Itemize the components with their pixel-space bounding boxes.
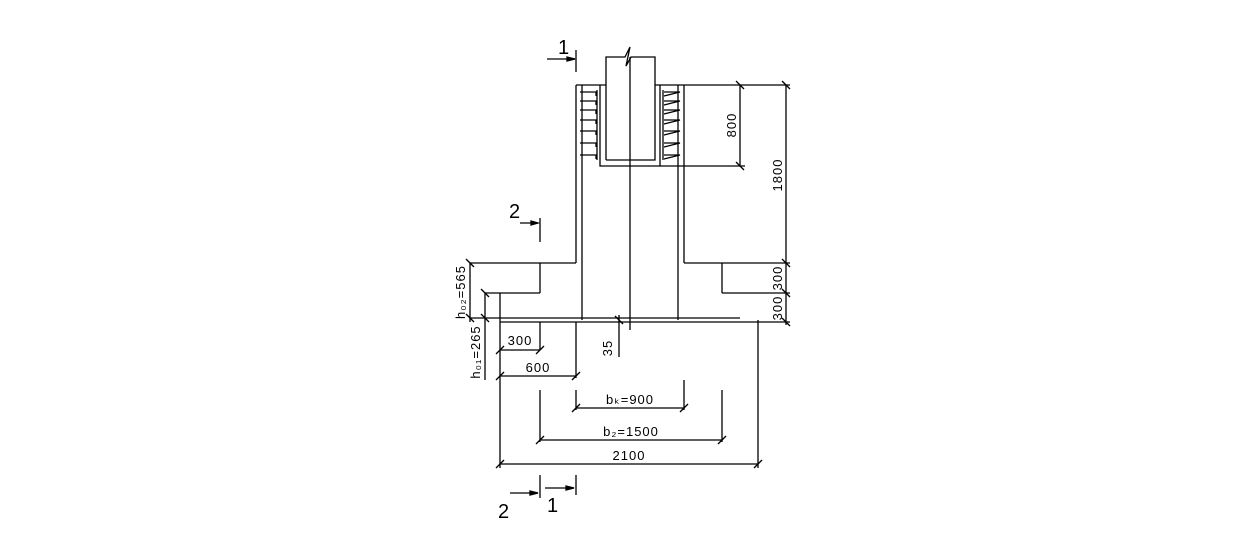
dim-2100: 2100 bbox=[613, 448, 646, 463]
dim-h02: h₀₂=565 bbox=[453, 265, 468, 319]
rebar-hook bbox=[580, 119, 597, 124]
foundation-outline bbox=[470, 46, 790, 468]
dimension-labels: 800 1800 300 300 h₀₂=565 h₀₁=265 300 600… bbox=[453, 113, 785, 463]
dim-300-lower: 300 bbox=[770, 296, 785, 321]
dim-1800: 1800 bbox=[770, 159, 785, 192]
section-1-bottom: 1 bbox=[547, 495, 558, 517]
section-markers: 1 2 2 1 bbox=[498, 37, 577, 523]
rebar-hook bbox=[663, 119, 681, 125]
dim-bz: b₂=1500 bbox=[603, 424, 659, 439]
dim-600-width: 600 bbox=[526, 360, 551, 375]
rebar-hook bbox=[580, 130, 597, 135]
section-1-top: 1 bbox=[558, 37, 569, 59]
rebar-hook bbox=[580, 142, 597, 147]
rebar-hook bbox=[663, 100, 681, 106]
section-2-bottom: 2 bbox=[498, 501, 509, 523]
rebar-hook bbox=[580, 100, 597, 105]
rebar-hook bbox=[580, 154, 597, 159]
rebar-hook bbox=[663, 109, 681, 115]
rebar-hook bbox=[663, 142, 681, 148]
rebar-hooks bbox=[580, 91, 681, 160]
section-2-left: 2 bbox=[509, 201, 520, 223]
rebar-hook bbox=[580, 109, 597, 114]
rebar-hook bbox=[663, 91, 681, 97]
rebar-hook bbox=[663, 154, 681, 160]
dim-35: 35 bbox=[600, 340, 615, 356]
rebar-hook bbox=[580, 91, 597, 96]
dim-800: 800 bbox=[724, 113, 739, 138]
dim-300-upper: 300 bbox=[770, 266, 785, 291]
dim-h01: h₀₁=265 bbox=[468, 325, 483, 378]
rebar-hook bbox=[663, 130, 681, 136]
dimension-lines bbox=[465, 80, 791, 469]
dim-300-width: 300 bbox=[508, 333, 533, 348]
dim-bk: bₖ=900 bbox=[606, 392, 654, 407]
